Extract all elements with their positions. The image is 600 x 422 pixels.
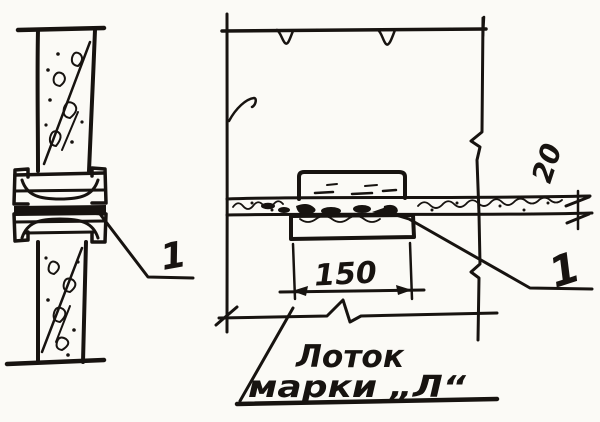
lower-break-line bbox=[217, 298, 499, 324]
section-view: 1 bbox=[4, 25, 195, 367]
clamp-upper-trough-curve bbox=[20, 178, 100, 201]
concrete-hatch-upper bbox=[42, 40, 92, 166]
wall-bottom-edge bbox=[4, 357, 107, 367]
ext-line-left bbox=[291, 242, 297, 301]
callout-arrow-right bbox=[372, 206, 389, 217]
slab-texture-left bbox=[232, 200, 284, 210]
thickness-tick-bottom bbox=[565, 212, 591, 225]
clamp-lower-bottom-line bbox=[24, 230, 96, 235]
thickness-dim-text: 20 bbox=[525, 139, 568, 186]
tray-upper-flange bbox=[297, 170, 407, 201]
note-text-line1: Лоток bbox=[295, 339, 405, 375]
dim-arrow-right bbox=[396, 285, 412, 295]
top-line-break-1 bbox=[275, 28, 295, 45]
lower-line-tick bbox=[214, 305, 239, 327]
callout-leader-right bbox=[384, 210, 594, 291]
clamp-lower-trough-curve bbox=[20, 217, 100, 240]
clamp-upper-right-bracket bbox=[90, 166, 108, 205]
top-line-break-2 bbox=[376, 28, 397, 46]
grout-blob bbox=[278, 207, 290, 213]
dim-arrow-left bbox=[292, 286, 308, 296]
panel-right-line bbox=[469, 16, 485, 342]
grout-blob bbox=[261, 202, 275, 210]
slab-top-line bbox=[225, 194, 592, 201]
panel-top-line bbox=[220, 27, 488, 33]
note-underline bbox=[234, 396, 500, 407]
thickness-dimension: 20 bbox=[525, 139, 591, 231]
wall-top-edge bbox=[15, 25, 107, 33]
wall-right-edge-lower bbox=[81, 240, 88, 364]
slab-texture-right bbox=[417, 196, 563, 209]
tray-lower-body bbox=[289, 213, 416, 241]
clamp-lower-inner-line bbox=[13, 219, 106, 224]
callout-label-left: 1 bbox=[157, 234, 189, 279]
note-leader bbox=[238, 306, 295, 403]
slab-strip bbox=[225, 194, 594, 217]
tray-upper-dashes bbox=[313, 183, 398, 196]
clamp-upper-left-bracket bbox=[12, 167, 30, 206]
thickness-tick-top bbox=[564, 195, 591, 208]
width-dimension: 150 bbox=[278, 241, 426, 301]
mortar-joint bbox=[296, 204, 398, 223]
width-dim-text: 150 bbox=[313, 255, 377, 293]
clamp-middle-band bbox=[14, 205, 106, 216]
callout-leader-left bbox=[98, 212, 195, 280]
concrete-hatch-lower bbox=[40, 246, 84, 357]
panel-left-break-mark bbox=[227, 96, 257, 123]
plan-view: 150 20 1 Лоток марки „Л“ bbox=[214, 12, 594, 407]
clamp-upper-top-line bbox=[13, 171, 106, 177]
note-block: Лоток марки „Л“ bbox=[234, 306, 500, 407]
tray-clamp-assembly bbox=[12, 166, 108, 244]
panel-left-line bbox=[225, 12, 229, 334]
wall-right-edge-upper bbox=[87, 28, 97, 173]
